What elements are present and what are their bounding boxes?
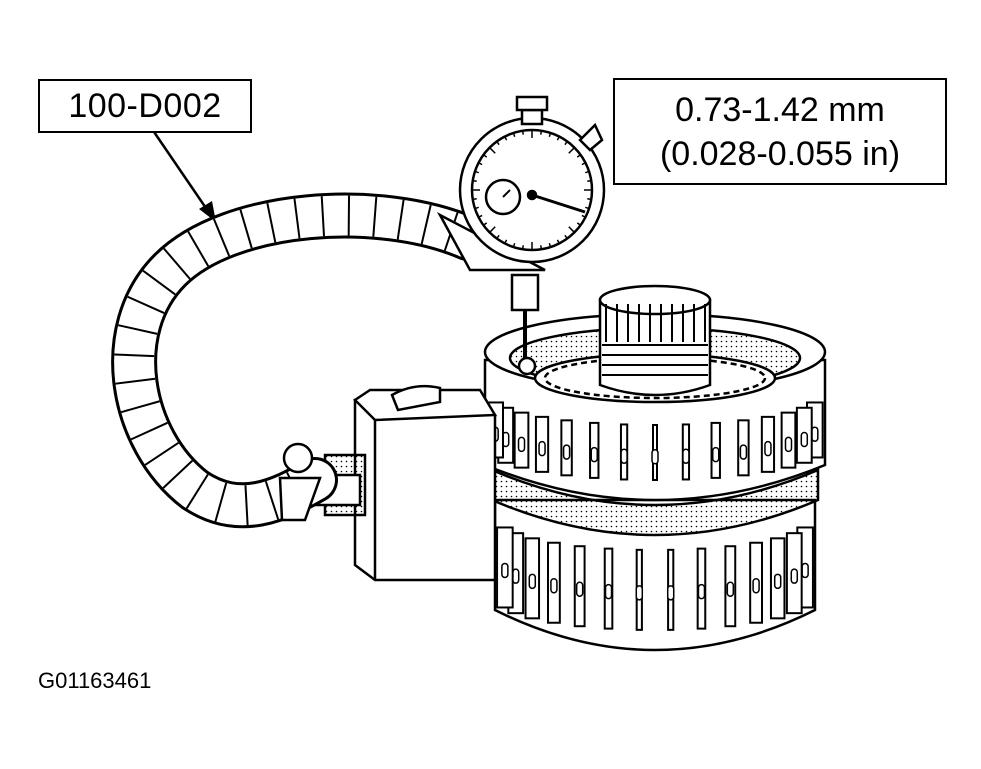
tool-leader-arrow: [152, 129, 216, 222]
spec-metric-text: 0.73-1.42 mm: [675, 88, 885, 132]
figure-id-label: G01163461: [38, 668, 151, 694]
clutch-pack-icon: [485, 286, 825, 650]
spec-imperial-text: (0.028-0.055 in): [660, 132, 900, 176]
tool-number-text: 100-D002: [68, 87, 221, 126]
specification-callout: 0.73-1.42 mm (0.028-0.055 in): [613, 78, 947, 185]
magnetic-base-icon: [315, 386, 495, 580]
tool-number-callout: 100-D002: [38, 79, 252, 133]
